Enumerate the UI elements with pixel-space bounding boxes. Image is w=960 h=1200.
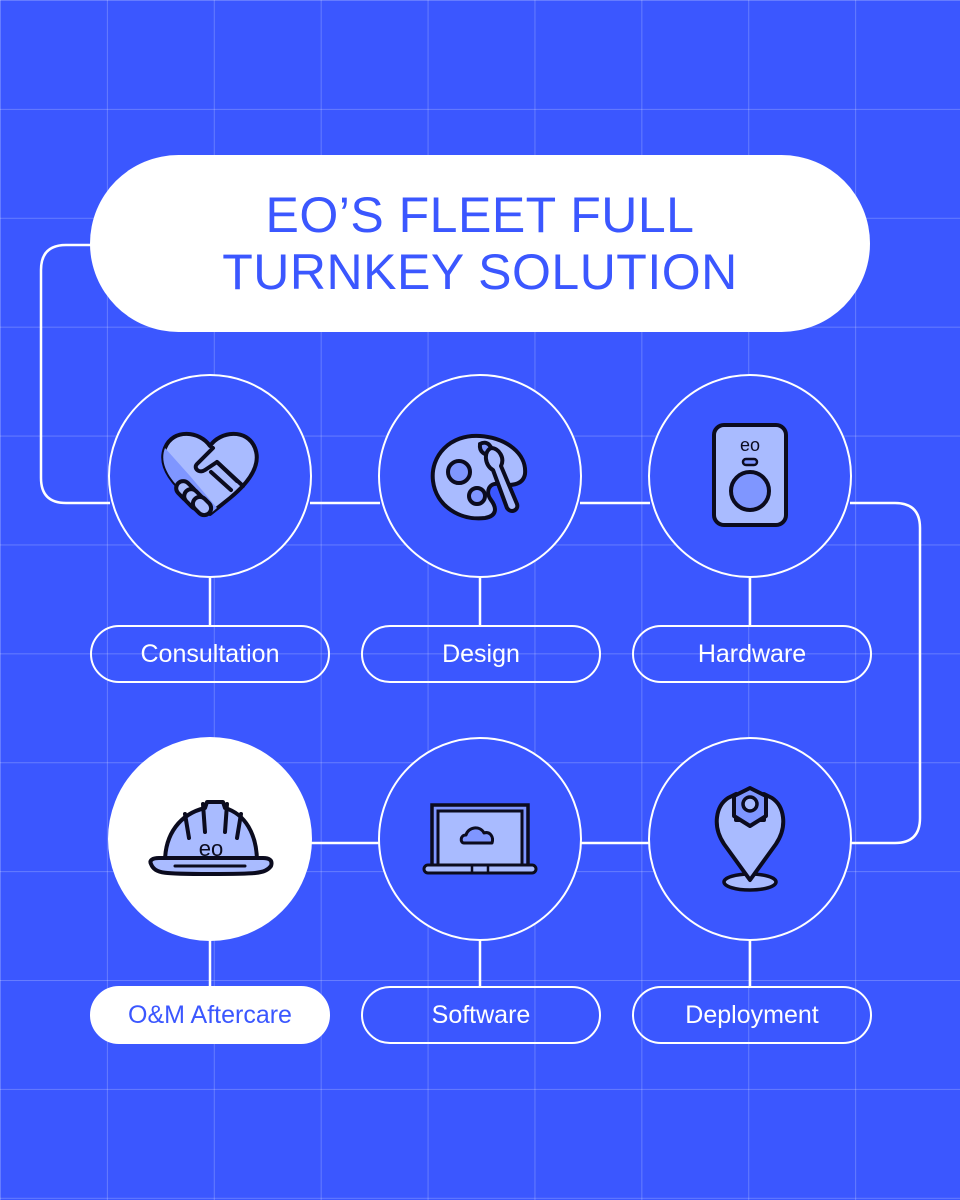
handshake-heart-icon [155, 426, 265, 526]
label-text: Deployment [685, 1000, 819, 1029]
label-text: Consultation [140, 639, 280, 668]
step-hardware-node[interactable]: eo [648, 374, 852, 578]
step-software-label[interactable]: Software [361, 986, 601, 1044]
label-text: Design [442, 639, 520, 668]
location-pin-bolt-icon [710, 784, 790, 894]
title-banner: EO’S FLEET FULL TURNKEY SOLUTION [90, 155, 870, 332]
svg-text:eo: eo [199, 836, 223, 861]
step-om-aftercare-label[interactable]: O&M Aftercare [90, 986, 330, 1044]
step-design-label[interactable]: Design [361, 625, 601, 683]
step-software-node[interactable] [378, 737, 582, 941]
title-line-2: TURNKEY SOLUTION [222, 243, 738, 300]
title-line-1: EO’S FLEET FULL [265, 186, 695, 243]
ev-charger-icon: eo [710, 421, 790, 531]
step-deployment-label[interactable]: Deployment [632, 986, 872, 1044]
label-text: Software [431, 1000, 531, 1029]
laptop-cloud-icon [420, 799, 540, 879]
step-hardware-label[interactable]: Hardware [632, 625, 872, 683]
label-text: Hardware [697, 639, 807, 668]
svg-text:eo: eo [740, 435, 760, 455]
step-consultation-node[interactable] [108, 374, 312, 578]
step-deployment-node[interactable] [648, 737, 852, 941]
step-consultation-label[interactable]: Consultation [90, 625, 330, 683]
step-design-node[interactable] [378, 374, 582, 578]
paint-palette-icon [425, 426, 535, 526]
step-om-aftercare-node[interactable]: eo [108, 737, 312, 941]
hard-hat-icon: eo [145, 794, 275, 884]
label-text: O&M Aftercare [128, 1000, 292, 1029]
